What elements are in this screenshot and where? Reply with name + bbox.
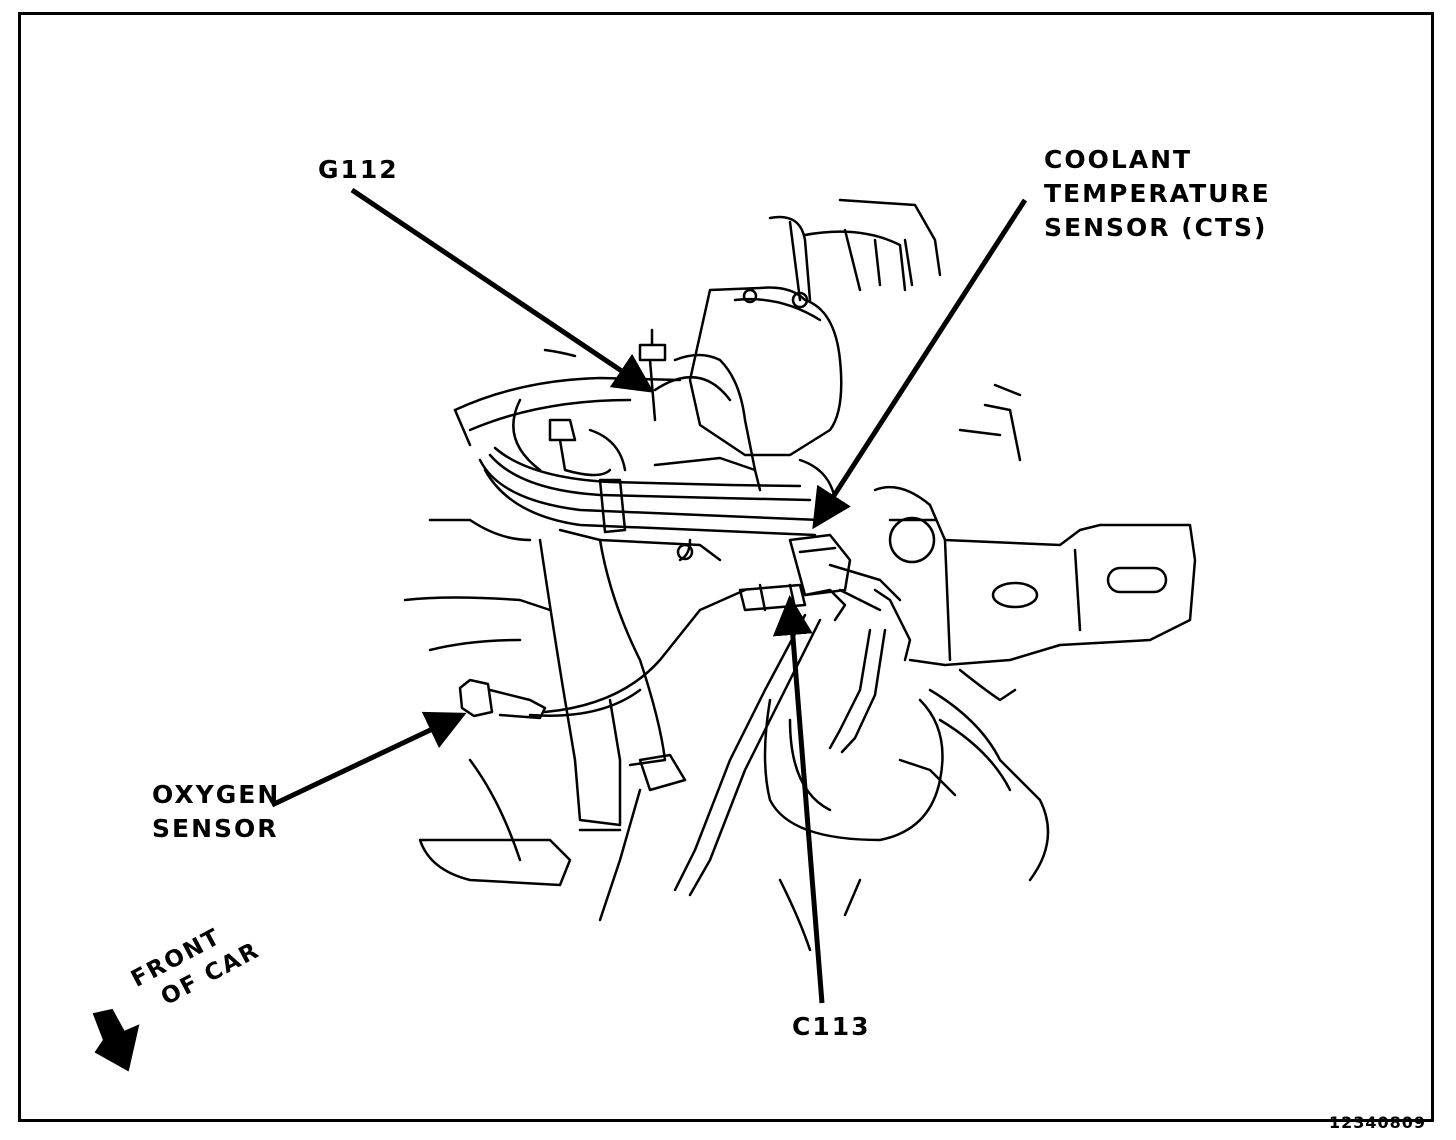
arrow-coolant-sensor (812, 198, 1028, 530)
front-of-car-arrow (92, 1008, 140, 1072)
callout-arrows (270, 187, 1028, 1004)
g112-label: G112 (318, 155, 399, 184)
c113-label: C113 (792, 1012, 871, 1041)
oxygen-line-1: OXYGEN (152, 780, 281, 809)
engine-linework (403, 198, 1197, 952)
oxygen-line-2: SENSOR (152, 814, 279, 843)
arrow-c113 (772, 595, 825, 1004)
coolant-line-3: SENSOR (CTS) (1044, 213, 1268, 242)
document-number: 12340809 (1328, 1113, 1426, 1132)
coolant-line-2: TEMPERATURE (1044, 179, 1271, 208)
coolant-line-1: COOLANT (1044, 145, 1193, 174)
arrow-g112 (350, 187, 655, 393)
diagram-frame (18, 12, 1434, 1122)
coolant-sensor-label: COOLANT TEMPERATURE SENSOR (CTS) (1044, 143, 1271, 245)
arrow-oxygen-sensor (270, 711, 467, 808)
oxygen-sensor-label: OXYGEN SENSOR (152, 778, 280, 846)
